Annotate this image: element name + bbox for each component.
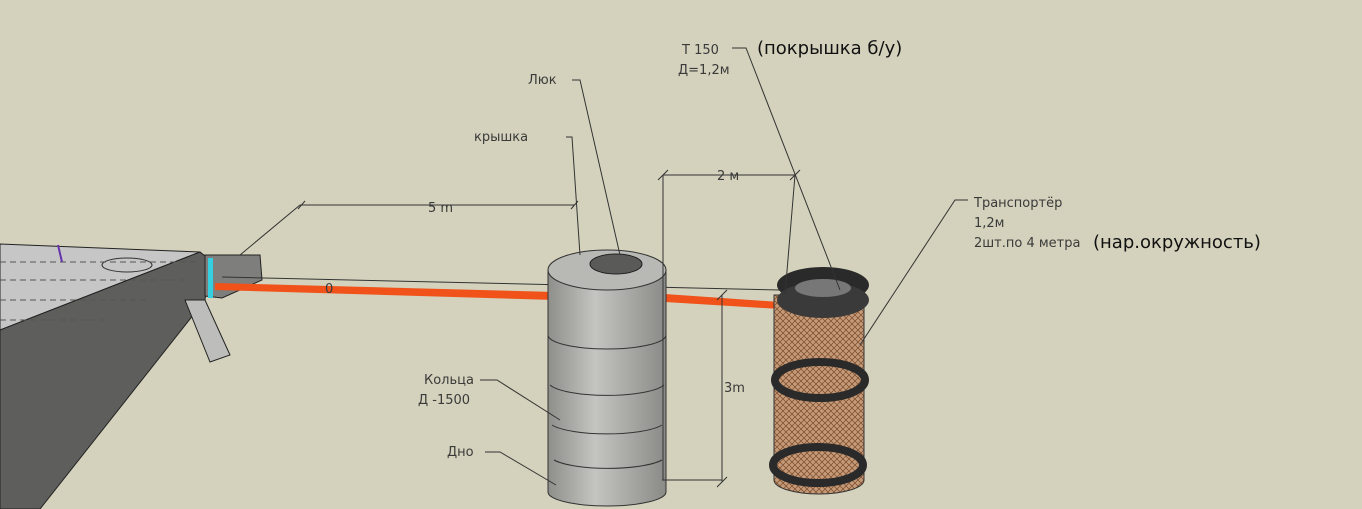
pipe-mark: 0 xyxy=(325,282,333,297)
hatch-label: Люк xyxy=(528,73,557,88)
conveyor-label: Транспортёр xyxy=(973,196,1062,211)
rings-label: Кольца xyxy=(424,373,474,388)
rings-diameter-label: Д -1500 xyxy=(418,393,470,408)
dimension-5m: 5 m xyxy=(428,201,453,216)
dimension-2m: 2 м xyxy=(717,169,739,184)
concrete-well xyxy=(547,249,667,507)
tire-diameter-label: Д=1,2м xyxy=(678,63,730,78)
conveyor-width-label: 1,2м xyxy=(974,216,1004,231)
lid-label: крышка xyxy=(474,130,528,145)
house-foundation xyxy=(0,243,263,509)
dimension-3m: 3m xyxy=(724,381,745,396)
sewer-pipe: 0 xyxy=(215,276,781,309)
tire-note-label: (покрышка б/у) xyxy=(757,38,902,59)
tire-filter-well xyxy=(769,267,869,495)
bottom-label: Дно xyxy=(447,445,474,460)
conveyor-note-label: (нар.окружность) xyxy=(1093,232,1261,253)
conveyor-count-label: 2шт.по 4 метра xyxy=(974,236,1080,251)
annotation-lines xyxy=(239,47,968,488)
tire-type-label: Т 150 xyxy=(681,43,719,58)
